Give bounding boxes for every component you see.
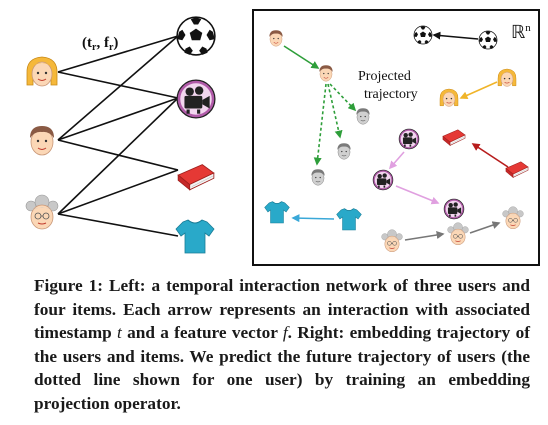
item-camera-icon — [176, 79, 216, 119]
projected-label-line2: trajectory — [364, 87, 418, 102]
figure-1-diagram: (tr, fr) ℝn Projected trajecto — [25, 9, 540, 266]
caption-var-f: f — [282, 323, 288, 342]
embedding-space-panel: ℝn Projected trajectory — [252, 9, 540, 266]
edge-label-mid: , f — [96, 35, 110, 51]
arrow-shirt — [291, 214, 335, 223]
interaction-network: (tr, fr) — [25, 16, 216, 254]
projected-trajectory-label: Projected trajectory — [358, 69, 418, 102]
arrow-soccer — [432, 31, 479, 40]
camera-icon-c — [443, 198, 465, 220]
space-label: ℝn — [511, 22, 531, 42]
camera-icon-a — [398, 128, 420, 150]
interaction-edges — [57, 35, 179, 237]
edge-blonde-soccer — [57, 35, 179, 73]
arrow-user-trajectory — [283, 45, 320, 69]
user-brown-icon-start — [269, 30, 283, 47]
figure-caption: Figure 1: Left: a temporal interaction n… — [34, 274, 530, 415]
edge-label-close: ) — [113, 35, 118, 51]
soccer-ball-icon-start — [478, 30, 498, 50]
caption-var-t: t — [117, 323, 122, 342]
edge-brown-soccer — [57, 35, 179, 141]
projected-path-1 — [313, 83, 327, 166]
camera-icon-b — [372, 169, 394, 191]
embedding-space-frame — [252, 9, 540, 266]
arrow-gray-user-1 — [404, 231, 445, 241]
edge-brown-camera — [57, 97, 179, 141]
caption-text-part3: . Right: embedding trajectory of the use… — [34, 323, 530, 413]
user-brown-icon — [29, 125, 55, 156]
soccer-ball-icon-end — [413, 25, 433, 45]
edge-label-open: (t — [82, 35, 92, 51]
caption-text-part1: Figure 1: Left: a temporal interaction n… — [34, 276, 530, 342]
projected-path-2 — [327, 83, 343, 139]
arrow-book — [471, 143, 509, 168]
edge-gray-book — [57, 169, 179, 215]
arrow-camera-2 — [395, 185, 440, 205]
projected-path-3 — [329, 83, 357, 112]
item-book-icon — [177, 164, 215, 191]
projected-label-line1: Projected — [358, 69, 411, 84]
edge-blonde-camera — [57, 71, 179, 99]
edge-label-sub-r2: r — [109, 42, 114, 53]
user-blonde-icon — [26, 56, 58, 87]
projected-user-icon-1 — [311, 169, 325, 186]
user-gray-icon — [25, 194, 59, 230]
arrow-gray-user-2 — [469, 221, 501, 234]
item-shirt-icon — [175, 219, 215, 254]
arrow-camera-1 — [388, 151, 405, 170]
user-blonde-icon-end — [439, 88, 459, 107]
edge-label: (tr, fr) — [82, 35, 118, 53]
projected-user-icon-2 — [337, 143, 351, 160]
projected-paths — [313, 83, 357, 166]
edge-gray-camera — [57, 97, 179, 215]
item-soccer-ball-icon — [176, 16, 216, 56]
arrow-blonde-user — [459, 81, 498, 100]
space-label-r: ℝ — [511, 22, 525, 42]
projected-user-icon-3 — [356, 108, 370, 125]
space-label-sup: n — [525, 22, 531, 34]
caption-text-part2: and a feature vector — [121, 323, 283, 342]
user-blonde-icon-start — [497, 68, 517, 87]
edge-gray-shirt — [57, 213, 179, 237]
edge-label-sub-r: r — [92, 42, 97, 53]
user-brown-icon-mid — [319, 65, 333, 82]
